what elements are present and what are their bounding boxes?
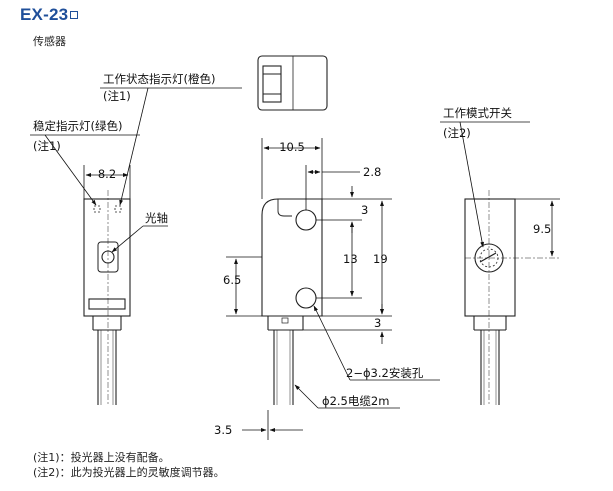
dim-bottom-offset: 3 — [374, 316, 381, 330]
side-width-dimension — [261, 138, 323, 199]
side-vertical-dimensions — [303, 186, 392, 344]
dim-axis-height: 6.5 — [223, 273, 241, 287]
dim-front-width: 8.2 — [98, 167, 116, 181]
status-led-note: (注1) — [103, 89, 131, 103]
back-view-body — [464, 198, 516, 317]
optical-axis-label: 光轴 — [145, 211, 168, 225]
back-view — [464, 190, 560, 405]
suffix-box-icon — [70, 11, 79, 19]
front-width-dimension — [83, 165, 131, 199]
side-view — [261, 198, 323, 405]
mode-switch-note: (注2) — [443, 126, 471, 140]
page-title: EX-23 — [20, 5, 79, 25]
side-view-body — [261, 198, 323, 317]
top-view — [257, 55, 328, 111]
mounting-hole-label: 2−ϕ3.2安装孔 — [346, 366, 424, 380]
dim-side-width: 10.5 — [279, 140, 305, 154]
mounting-hole-top — [295, 209, 317, 231]
dim-switch-height: 9.5 — [533, 222, 551, 236]
top-view-outline — [257, 55, 328, 111]
axis-height-dimension — [226, 256, 262, 317]
footnote-2: (注2)：此为投光器上的灵敏度调节器。 — [33, 466, 225, 479]
leader-lines — [30, 87, 530, 409]
page-subtitle: 传感器 — [33, 35, 66, 48]
dim-cable-offset: 3.5 — [214, 423, 232, 437]
front-view-label-strip — [88, 298, 126, 310]
front-view — [83, 190, 131, 405]
mode-switch-label: 工作模式开关 — [443, 106, 512, 120]
mounting-hole-bottom — [295, 287, 317, 309]
footnotes: (注1)：投光器上没有配备。 (注2)：此为投光器上的灵敏度调节器。 — [33, 450, 225, 480]
stable-led-note: (注1) — [33, 139, 61, 153]
dim-hole-top: 3 — [361, 203, 368, 217]
cable-offset-dimension — [242, 410, 303, 440]
front-view-body — [83, 198, 131, 317]
stable-led-label: 稳定指示灯(绿色) — [33, 119, 122, 133]
dim-hole-pitch: 13 — [343, 252, 358, 266]
top-offset-dimension — [305, 165, 360, 210]
dim-top-offset: 2.8 — [363, 165, 381, 179]
status-led-label: 工作状态指示灯(橙色) — [103, 72, 215, 86]
switch-height-dimension — [515, 198, 560, 257]
footnote-1: (注1)：投光器上没有配备。 — [33, 451, 170, 464]
top-view-window — [262, 65, 282, 103]
cable-label: ϕ2.5电缆2m — [322, 394, 389, 408]
dim-total-height: 19 — [373, 252, 388, 266]
